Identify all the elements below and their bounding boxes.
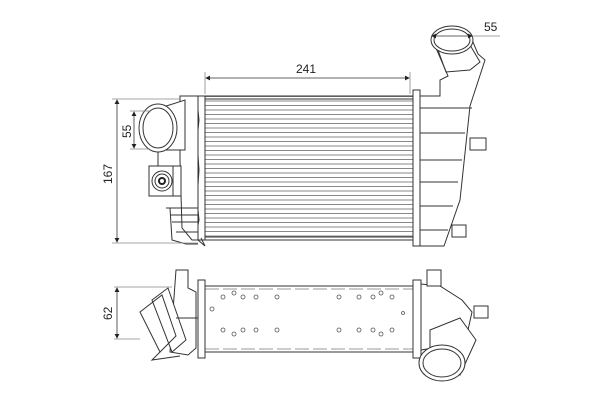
dimension-depth: 62	[101, 286, 172, 340]
dimension-label: 241	[296, 62, 316, 76]
right-tank-top	[412, 269, 489, 382]
dimension-core-width: 241	[204, 62, 411, 94]
dimension-label: 55	[484, 20, 498, 34]
left-inlet-pipe	[138, 99, 186, 166]
dimension-label: 167	[101, 164, 115, 184]
dimension-overall-height: 167	[101, 98, 198, 244]
front-view	[138, 25, 487, 247]
core-top-view	[204, 285, 414, 353]
left-tank-top	[139, 269, 206, 361]
outlet-pipe-icon	[418, 317, 477, 382]
dimension-label: 55	[120, 124, 134, 138]
right-end-tank	[412, 25, 487, 247]
dimension-label: 62	[101, 306, 115, 320]
rivet-holes	[209, 290, 405, 337]
radiator-core	[204, 95, 414, 241]
dimension-left-inlet: 55	[120, 110, 150, 150]
mounting-bracket	[166, 207, 198, 245]
top-view	[139, 269, 489, 382]
sensor-icon	[148, 165, 182, 197]
dimension-top-inlet: 55	[431, 20, 500, 39]
